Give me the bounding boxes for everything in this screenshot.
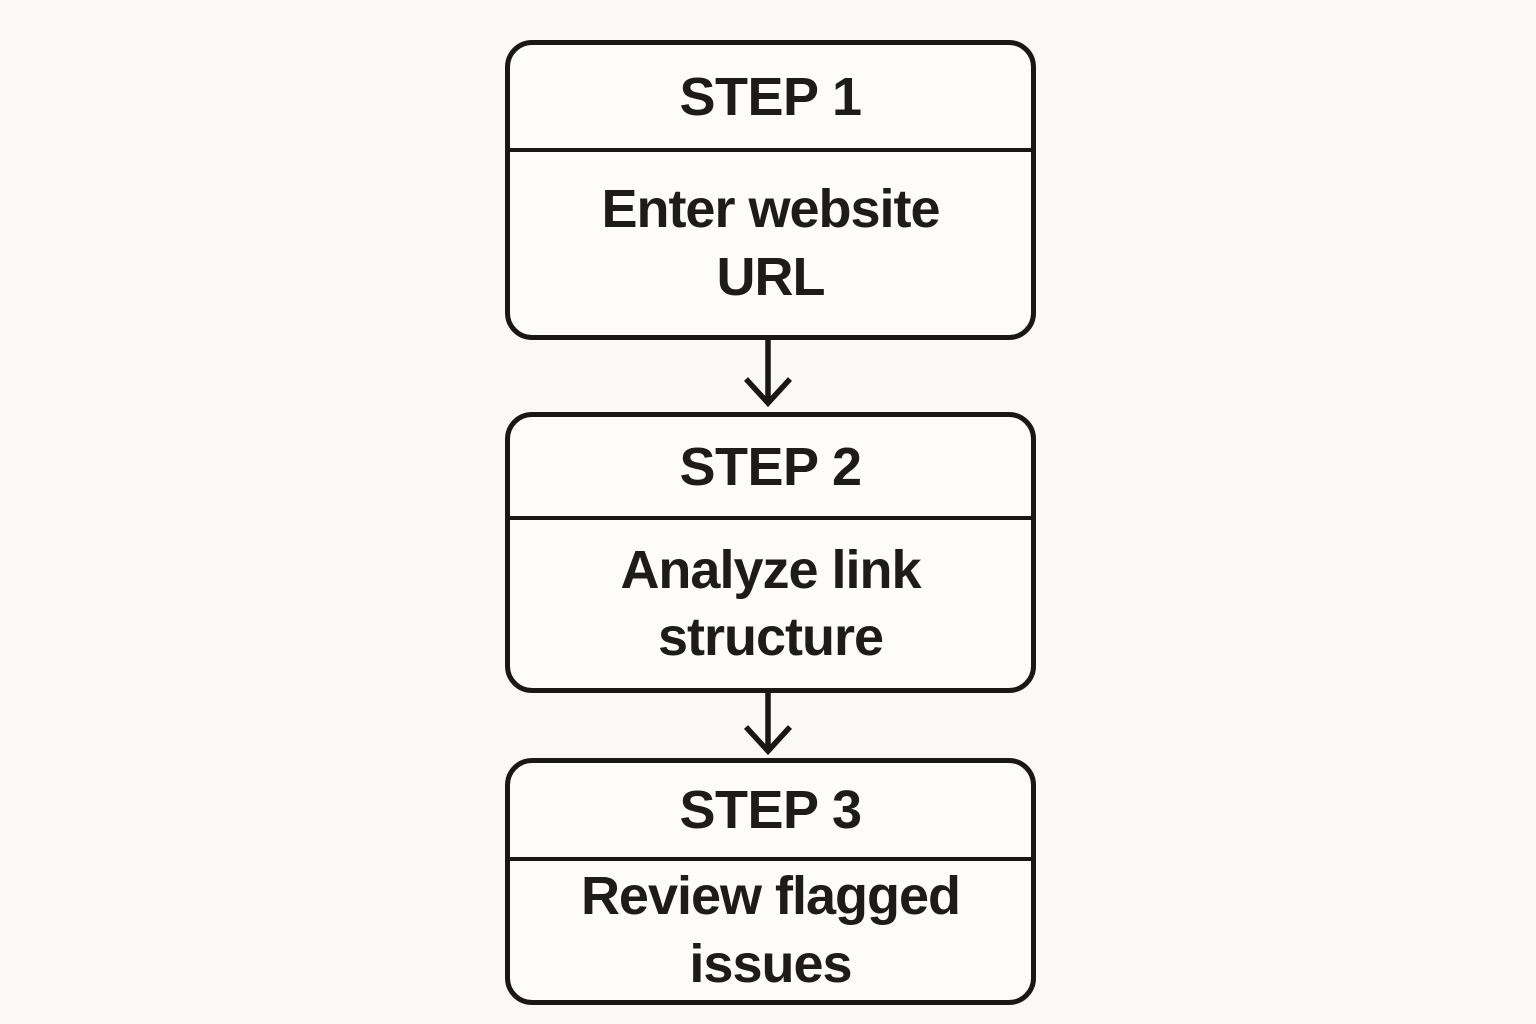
step-2-body: Analyze link structure [620,539,921,668]
step-2-box: STEP 2 Analyze link structure [505,412,1036,693]
step-1-header: STEP 1 [510,45,1031,152]
arrow-down-icon [743,691,793,756]
step-1-body: Enter website URL [601,179,940,307]
arrow-down-stroke [743,339,793,408]
arrow-down-stroke [743,691,793,756]
arrow-down-icon [743,339,793,408]
step-3-body: Review flagged issues [580,866,961,994]
step-2-header: STEP 2 [510,417,1031,520]
step-3-box: STEP 3 Review flagged issues [505,758,1036,1005]
step-3-header: STEP 3 [510,763,1031,861]
step-1-box: STEP 1 Enter website URL [505,40,1036,340]
